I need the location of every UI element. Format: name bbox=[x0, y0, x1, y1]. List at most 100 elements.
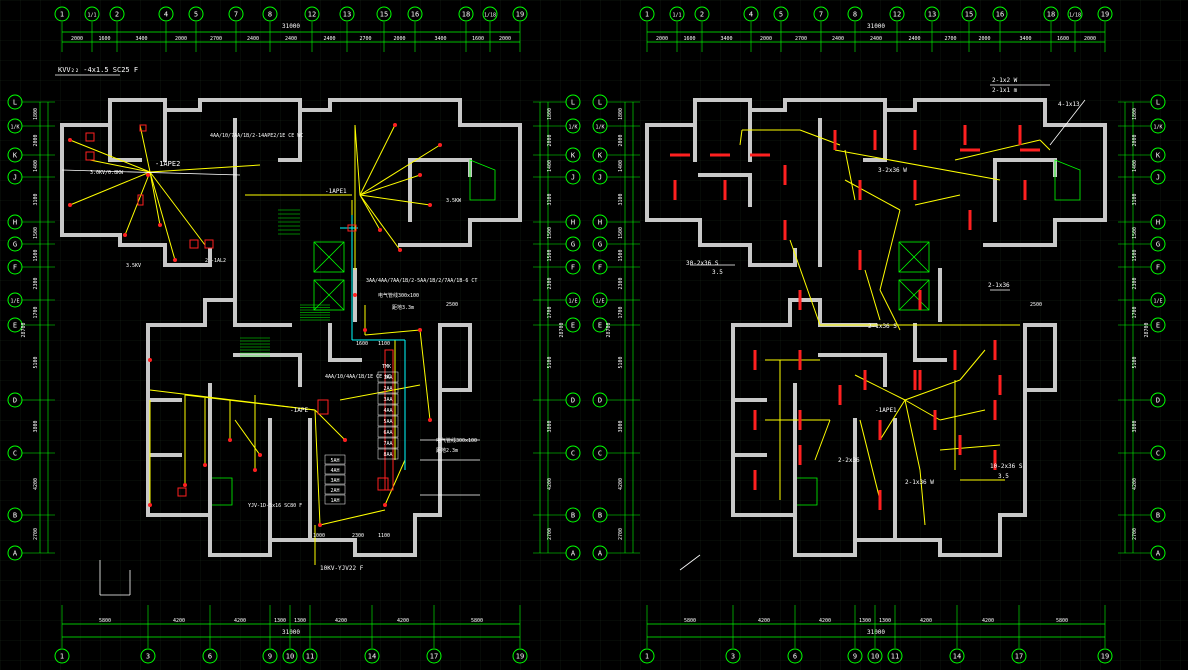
left-red-dots bbox=[68, 123, 442, 527]
right_plan-top-axis-1: 1/1 bbox=[669, 6, 685, 22]
left_plan-bottom-dim-7: 5800 bbox=[471, 618, 483, 624]
svg-text:8: 8 bbox=[853, 11, 857, 19]
room-list-b-item: 2AH bbox=[330, 488, 339, 494]
right-lamp-f: 2-1x36 S bbox=[868, 323, 897, 330]
right_plan-side-dim-3: 3100 bbox=[618, 193, 624, 205]
room-list-item: 3AA bbox=[383, 397, 392, 403]
svg-text:15: 15 bbox=[965, 11, 973, 19]
svg-text:J: J bbox=[598, 174, 602, 182]
left_plan-bottom-dim-5: 4200 bbox=[335, 618, 347, 624]
right-walls bbox=[645, 98, 1107, 557]
right_plan-top-axis-5: 7 bbox=[813, 6, 829, 22]
svg-text:1/18: 1/18 bbox=[484, 13, 496, 19]
right-lamp-e: 2-1x36 bbox=[988, 282, 1010, 289]
svg-text:A: A bbox=[1156, 550, 1161, 558]
left-dim-1600: 1600 bbox=[356, 341, 368, 347]
left_plan-bottom-dim-0: 5800 bbox=[99, 618, 111, 624]
left_plan-bottom-axis-4: 10 bbox=[282, 648, 298, 664]
left_plan-top-axis-0: 1 bbox=[54, 6, 70, 22]
left-dim-2300: 2300 bbox=[352, 533, 364, 539]
left-box-b: 电气管线300x100 bbox=[436, 437, 477, 444]
svg-text:3: 3 bbox=[146, 653, 150, 661]
svg-text:2: 2 bbox=[700, 11, 704, 19]
svg-text:1: 1 bbox=[645, 653, 649, 661]
right_plan-side-dim-9: 3800 bbox=[618, 420, 624, 432]
right_plan-bottom-dim-2: 4200 bbox=[819, 618, 831, 624]
left_plan-side-dim-0: 1800 bbox=[33, 108, 39, 120]
svg-text:19: 19 bbox=[1101, 653, 1109, 661]
svg-text:E: E bbox=[598, 322, 602, 330]
svg-text:G: G bbox=[1156, 241, 1160, 249]
svg-text:16: 16 bbox=[996, 11, 1004, 19]
svg-text:C: C bbox=[1156, 450, 1160, 458]
svg-text:H: H bbox=[571, 219, 575, 227]
right_plan-top-dim-10: 3400 bbox=[1019, 36, 1031, 42]
left_plan-top-axis-8: 13 bbox=[339, 6, 355, 22]
left_plan-top-axis-4: 5 bbox=[188, 6, 204, 22]
svg-text:6: 6 bbox=[208, 653, 212, 661]
right_plan-side-right-dim-11: 2700 bbox=[1132, 528, 1138, 540]
outlet-dot bbox=[183, 483, 187, 487]
svg-text:16: 16 bbox=[411, 11, 419, 19]
left_plan-top-dim-6: 2400 bbox=[285, 36, 297, 42]
svg-text:15: 15 bbox=[380, 11, 388, 19]
right_plan-bottom-axis-7: 17 bbox=[1011, 648, 1027, 664]
right_plan-side-right-dim-0: 1800 bbox=[1132, 108, 1138, 120]
right_plan-side-dim-10: 4200 bbox=[618, 478, 624, 490]
left_plan-top-dim-2: 3400 bbox=[135, 36, 147, 42]
outlet-dot bbox=[148, 503, 152, 507]
left-side-axes-right: L1/KKJHGF1/EEDCBA18002000140031001500150… bbox=[533, 94, 581, 561]
right_plan-top-dim-8: 2700 bbox=[944, 36, 956, 42]
svg-text:A: A bbox=[13, 550, 18, 558]
outlet-dot bbox=[173, 258, 177, 262]
outlet-dot bbox=[158, 223, 162, 227]
left_plan-side-total: 28700 bbox=[21, 322, 27, 337]
room-list-item: 2AA bbox=[383, 386, 392, 392]
svg-text:1/1: 1/1 bbox=[87, 13, 96, 19]
svg-text:1/E: 1/E bbox=[10, 299, 19, 305]
room-list-item: 7AA bbox=[383, 441, 392, 447]
svg-text:17: 17 bbox=[430, 653, 438, 661]
left_plan-bottom-axis-5: 11 bbox=[302, 648, 318, 664]
left_plan-top-dim-5: 2400 bbox=[247, 36, 259, 42]
svg-text:H: H bbox=[598, 219, 602, 227]
svg-text:H: H bbox=[13, 219, 17, 227]
left-apl1: -1APE1 bbox=[325, 188, 347, 195]
svg-text:C: C bbox=[571, 450, 575, 458]
svg-text:D: D bbox=[13, 397, 17, 405]
svg-text:D: D bbox=[571, 397, 575, 405]
right_plan-side-dim-7: 1700 bbox=[618, 306, 624, 318]
left_plan-top-axis-13: 19 bbox=[512, 6, 528, 22]
right_plan-top-axis-4: 5 bbox=[773, 6, 789, 22]
svg-text:A: A bbox=[598, 550, 603, 558]
svg-text:E: E bbox=[1156, 322, 1160, 330]
outlet-dot bbox=[228, 438, 232, 442]
svg-text:1/E: 1/E bbox=[568, 299, 577, 305]
svg-text:F: F bbox=[598, 264, 602, 272]
outlet-dot bbox=[353, 293, 357, 297]
left_plan-top-dim-4: 2700 bbox=[210, 36, 222, 42]
svg-text:1: 1 bbox=[60, 11, 64, 19]
right_plan-top-dim-6: 2400 bbox=[870, 36, 882, 42]
left_plan-side-right-dim-2: 1400 bbox=[547, 160, 553, 172]
left_plan-side-right-dim-11: 2700 bbox=[547, 528, 553, 540]
left_plan-bottom-dim-3: 1300 bbox=[274, 618, 286, 624]
left_plan-side-dim-6: 2300 bbox=[33, 277, 39, 289]
svg-text:1/K: 1/K bbox=[10, 125, 19, 131]
right_plan-bottom-dim-3: 1300 bbox=[859, 618, 871, 624]
right-dim-2500: 2500 bbox=[1030, 302, 1042, 308]
left_plan-bottom-axis-7: 17 bbox=[426, 648, 442, 664]
right_plan-side-right-dim-1: 2000 bbox=[1132, 134, 1138, 146]
outlet-dot bbox=[343, 438, 347, 442]
right_plan-top-dim-3: 2000 bbox=[760, 36, 772, 42]
right_plan-bottom-axis-3: 9 bbox=[847, 648, 863, 664]
